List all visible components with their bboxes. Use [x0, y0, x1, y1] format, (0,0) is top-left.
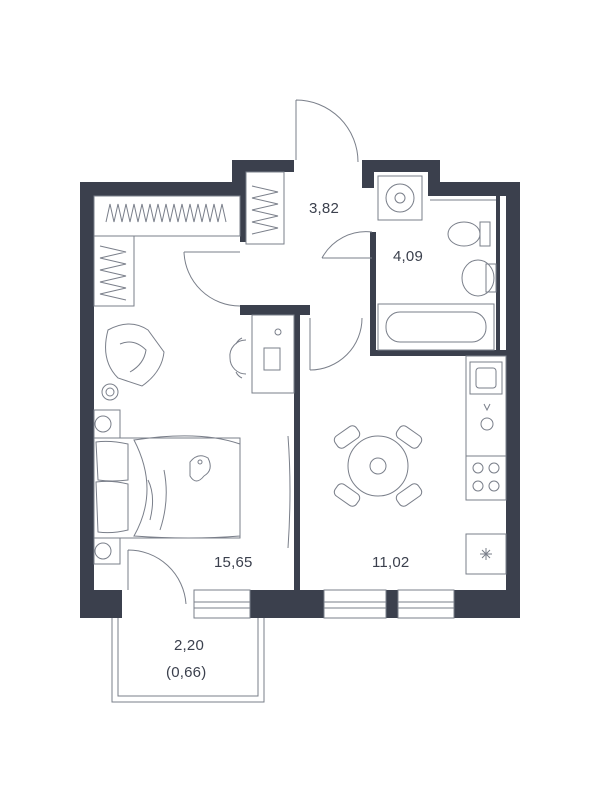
hall-area: 3,82: [309, 200, 339, 217]
hall-wardrobe: [245, 171, 285, 245]
washing-machine-icon: [377, 175, 423, 221]
wardrobe-top: [93, 195, 241, 237]
dining-table-icon: [347, 435, 409, 497]
balcony: [111, 618, 265, 703]
desk-chair-icon: [229, 339, 247, 375]
wardrobe-left: [93, 235, 135, 307]
fixtures: [93, 99, 507, 703]
kitchen-door: [309, 317, 363, 371]
balcony-door: [127, 549, 187, 605]
hall-door: [183, 251, 241, 307]
stove-icon: [465, 455, 507, 501]
armchair-icon: [105, 323, 165, 387]
balcony-reduced-area: (0,66): [166, 664, 207, 681]
bathroom-area: 4,09: [393, 248, 423, 265]
bed-icon: [93, 437, 241, 539]
kitchen-sink-icon: [469, 361, 503, 395]
entrance-door: [295, 99, 359, 163]
bath-door: [321, 231, 373, 259]
walls: [80, 160, 520, 618]
bathtub-icon: [377, 303, 495, 351]
plant-icon: [94, 415, 112, 433]
bedroom-area: 15,65: [214, 554, 253, 571]
dog-icon: [189, 455, 211, 482]
toilet-icon: [447, 221, 481, 247]
faucet-icon: [480, 403, 494, 431]
fridge-icon: [465, 533, 507, 575]
balcony-area: 2,20: [174, 637, 204, 654]
sink-icon: [461, 259, 495, 297]
kitchen-area: 11,02: [372, 554, 410, 571]
